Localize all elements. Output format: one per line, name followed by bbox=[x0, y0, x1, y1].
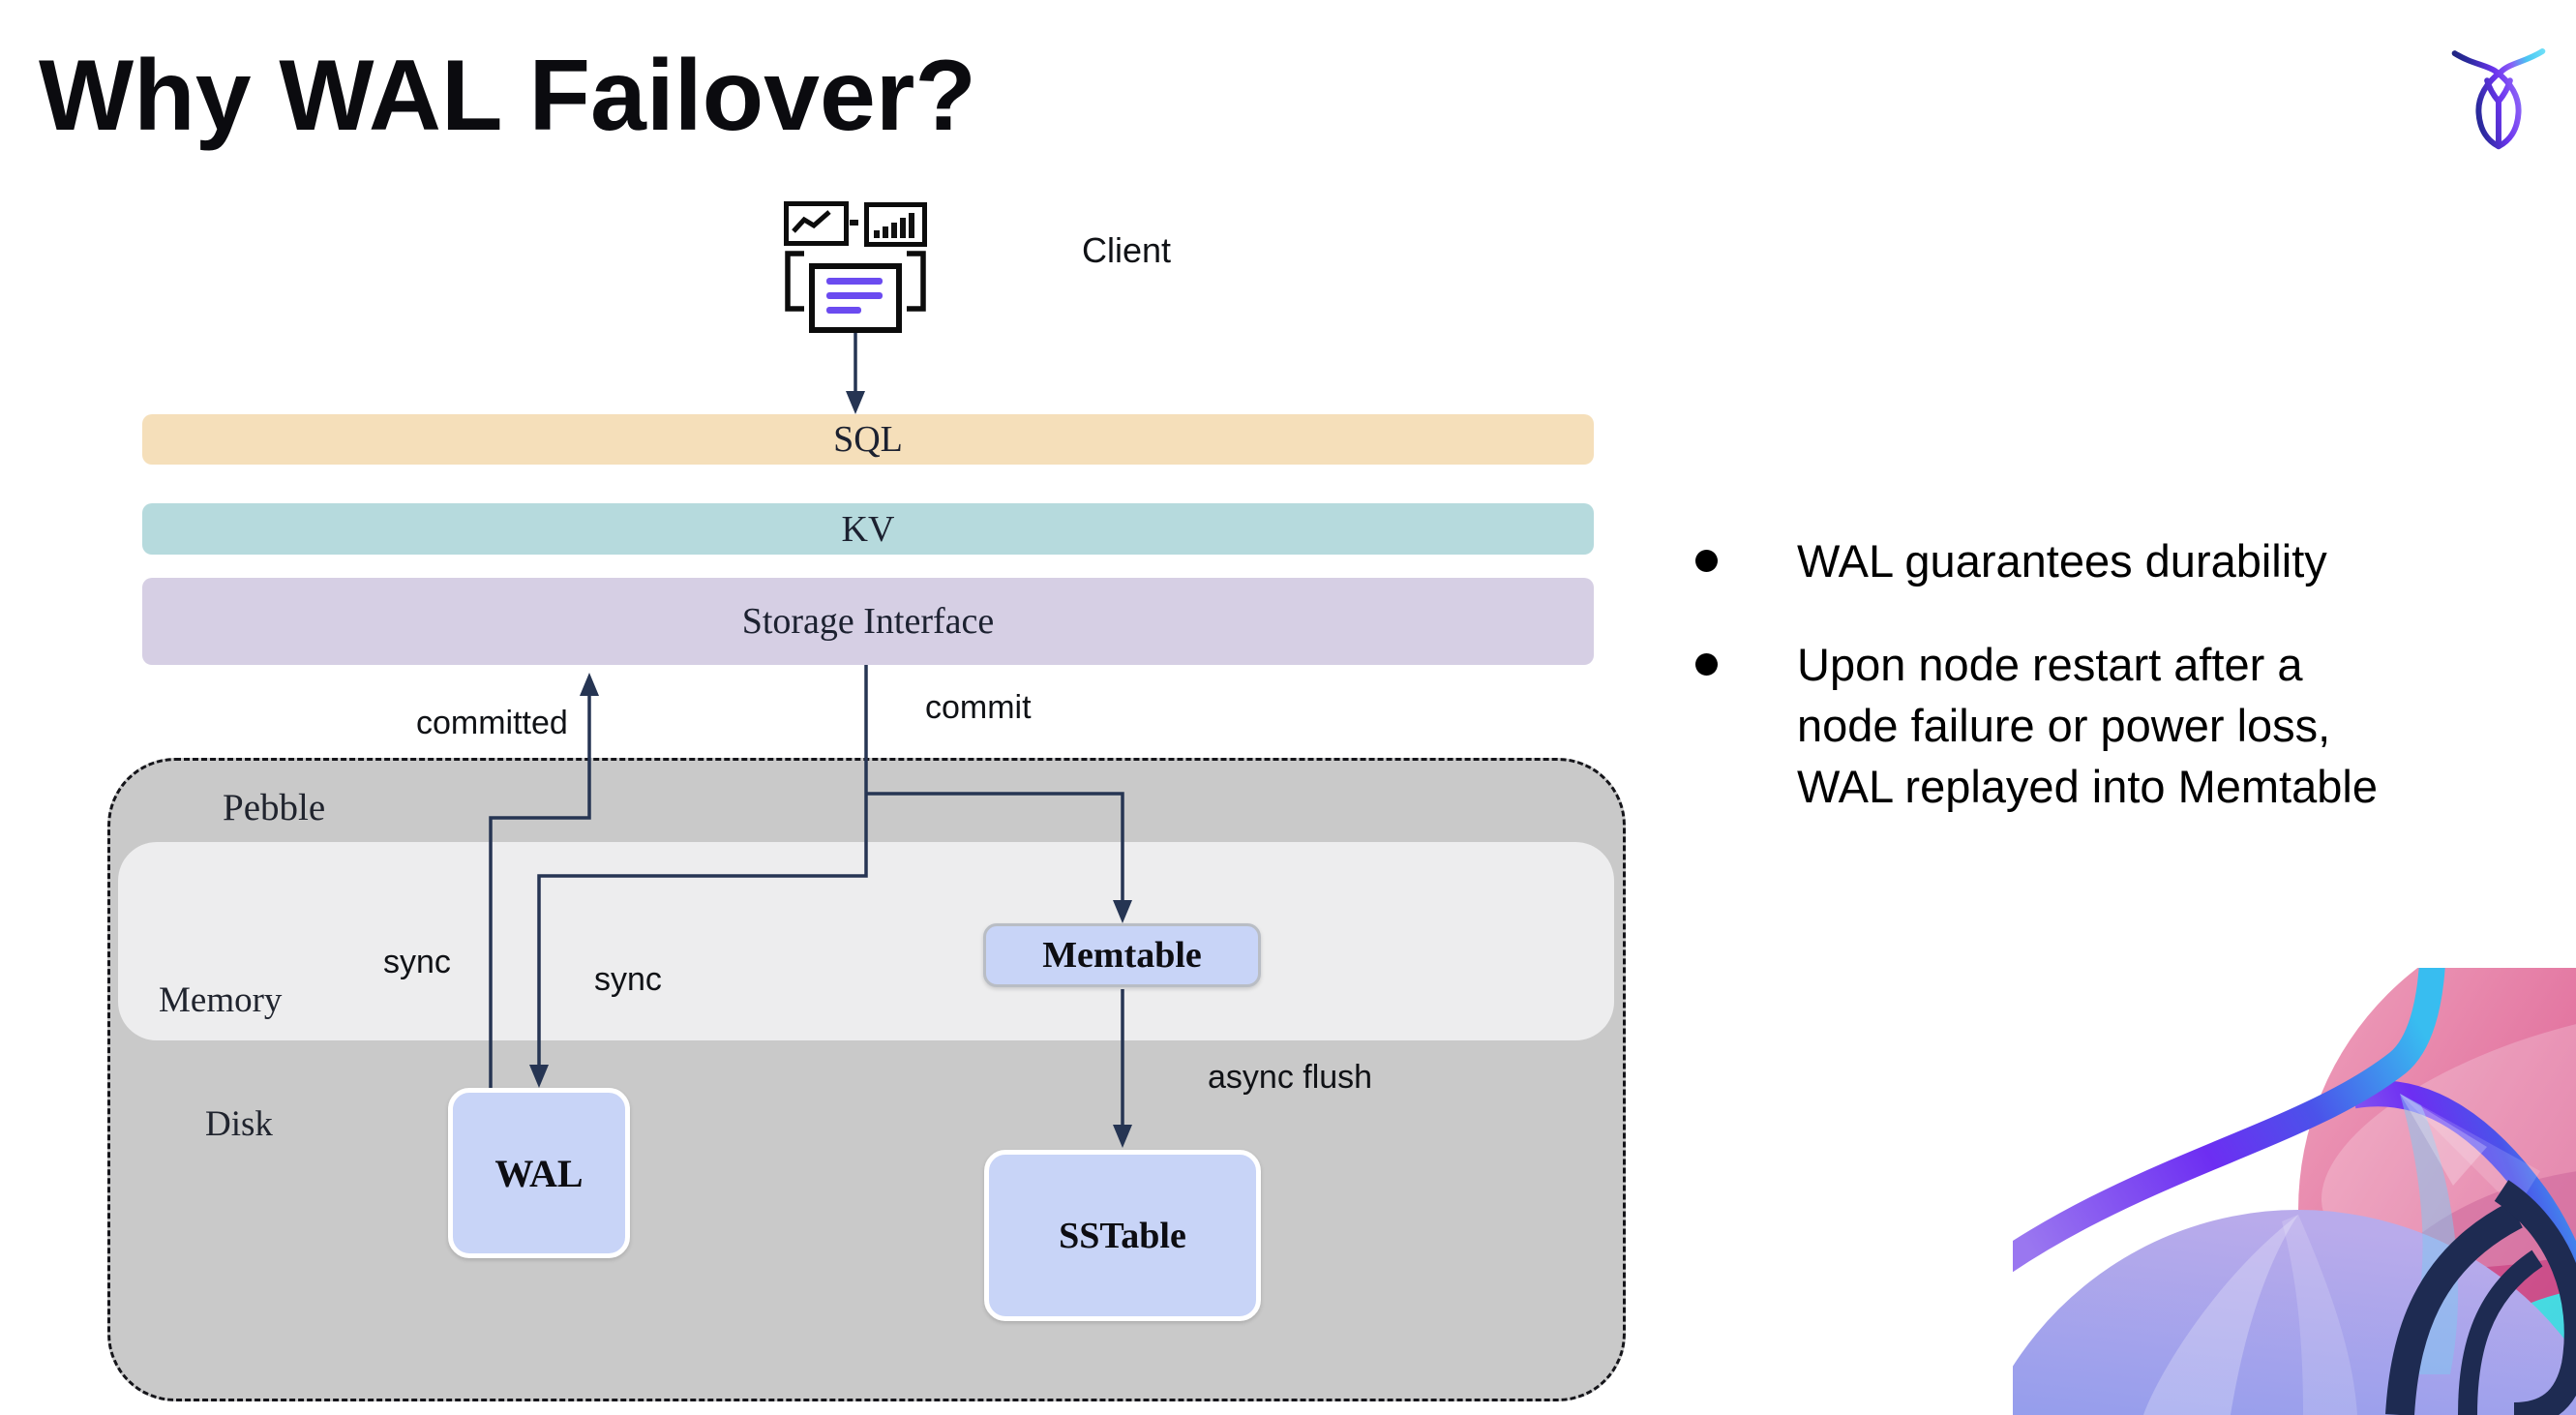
arrowhead-down-icon bbox=[846, 391, 865, 414]
cockroachdb-logo bbox=[2451, 47, 2546, 150]
memtable-node: Memtable bbox=[983, 923, 1261, 987]
client-label: Client bbox=[1082, 230, 1172, 270]
pebble-label: Pebble bbox=[223, 787, 326, 828]
storage-interface-layer-bar: Storage Interface bbox=[142, 578, 1594, 665]
kv-layer-bar: KV bbox=[142, 503, 1594, 555]
arrowhead-up-icon bbox=[580, 673, 599, 696]
bracket-left-icon bbox=[785, 251, 804, 312]
bullet-list: WAL guarantees durability Upon node rest… bbox=[1695, 530, 2547, 817]
slide-title: Why WAL Failover? bbox=[39, 40, 976, 152]
bullet-dot-icon bbox=[1695, 550, 1718, 572]
client-workstation-icon bbox=[784, 201, 927, 333]
bracket-right-icon bbox=[907, 251, 926, 312]
bullet-text: Upon node restart after a node failure o… bbox=[1797, 639, 2378, 812]
sql-layer-bar: SQL bbox=[142, 414, 1594, 465]
disk-label: Disk bbox=[205, 1104, 273, 1144]
dash-icon bbox=[850, 220, 858, 226]
committed-edge-label: committed bbox=[416, 705, 568, 741]
wal-node: WAL bbox=[448, 1088, 630, 1258]
sstable-node: SSTable bbox=[984, 1150, 1261, 1321]
commit-edge-label: commit bbox=[925, 689, 1032, 726]
sync-left-edge-label: sync bbox=[383, 944, 451, 980]
bullet-text: WAL guarantees durability bbox=[1797, 535, 2327, 587]
cockroachdb-brand-art bbox=[2013, 968, 2576, 1415]
list-item: Upon node restart after a node failure o… bbox=[1695, 634, 2547, 817]
bullet-dot-icon bbox=[1695, 653, 1718, 676]
list-item: WAL guarantees durability bbox=[1695, 530, 2547, 591]
memory-zone bbox=[118, 842, 1614, 1040]
line-chart-icon bbox=[784, 201, 849, 246]
async-flush-edge-label: async flush bbox=[1208, 1059, 1373, 1096]
sync-right-edge-label: sync bbox=[594, 961, 662, 998]
memory-label: Memory bbox=[159, 980, 283, 1020]
